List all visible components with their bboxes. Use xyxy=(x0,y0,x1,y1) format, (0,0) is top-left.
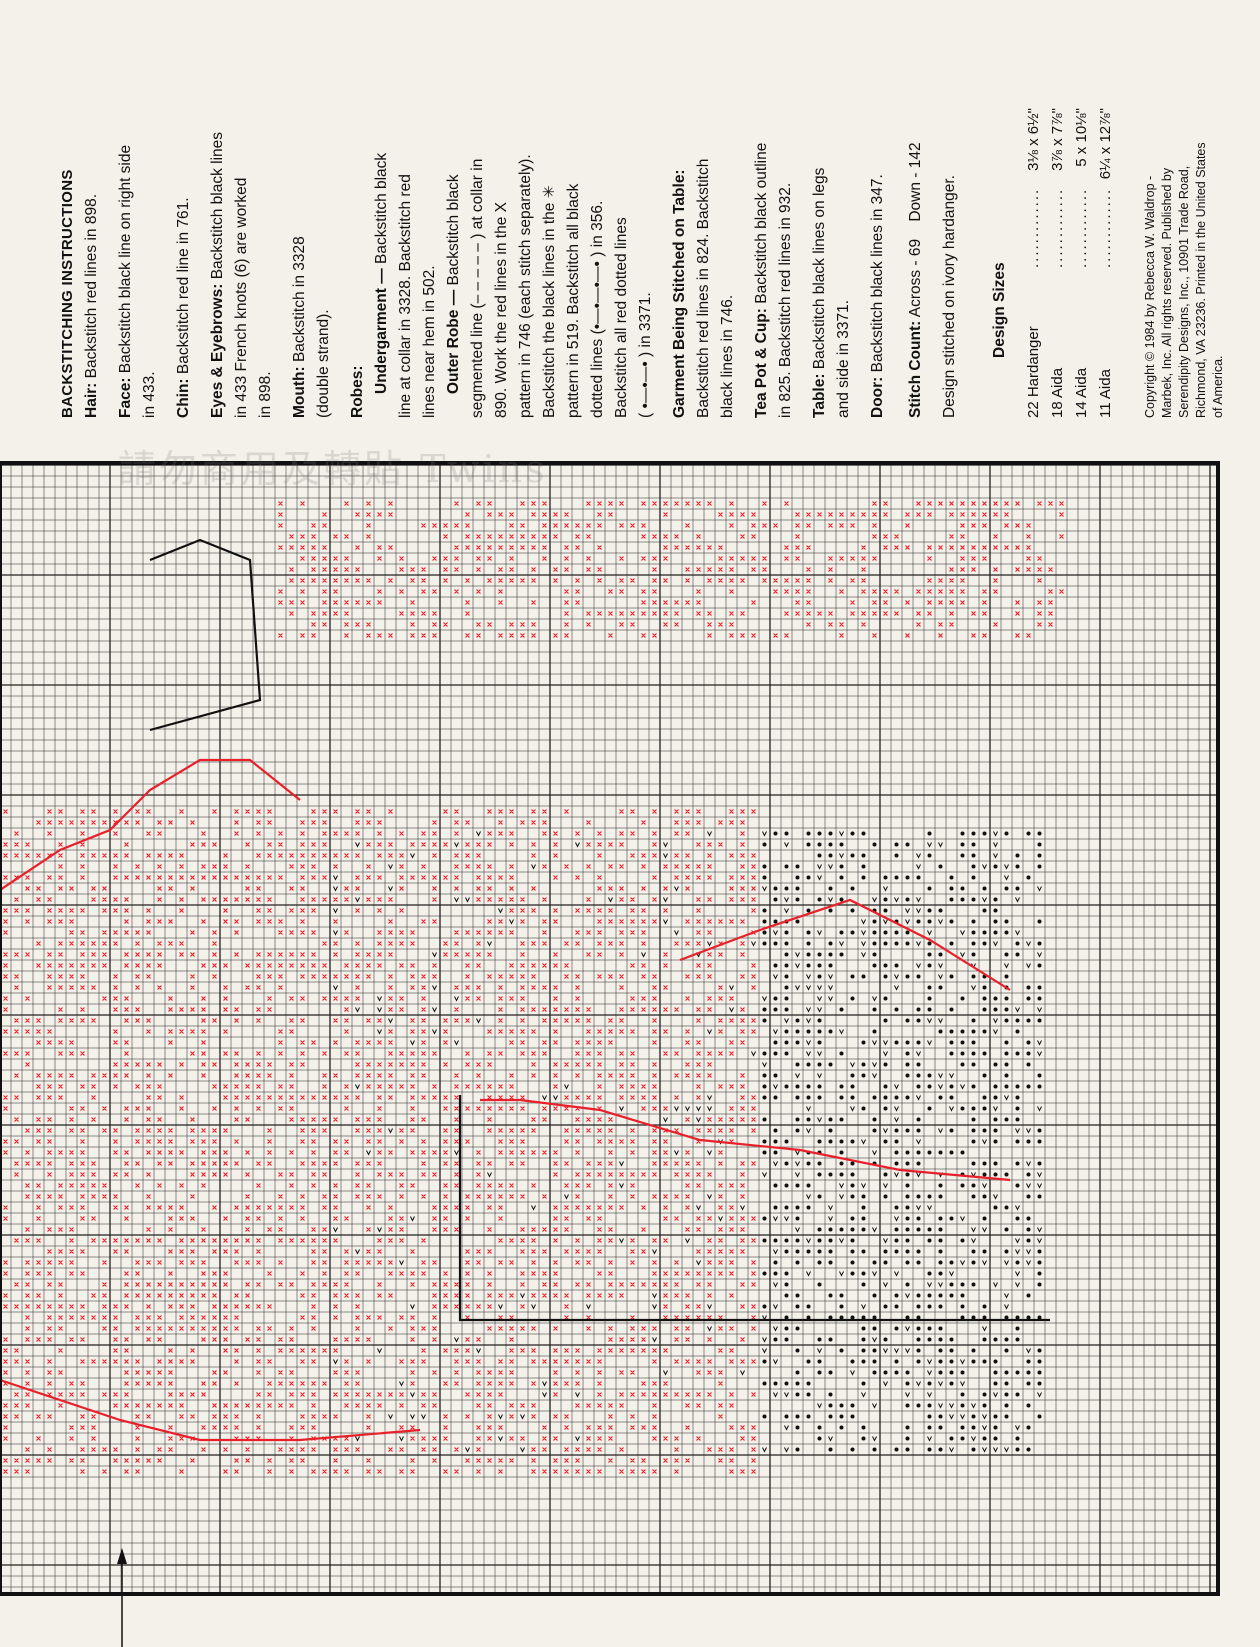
backstitch-line xyxy=(0,1378,421,1442)
table-line2: and side in 3371. xyxy=(835,299,852,418)
design-size-row: 14 Aida.................................… xyxy=(1073,108,1090,418)
grid-fine-lines xyxy=(0,465,1216,1592)
hair-instruction: Hair: Backstitch red lines in 898. xyxy=(83,193,100,418)
face-instruction: Face: Backstitch black line on right sid… xyxy=(117,144,134,418)
door-instruction: Door: Backstitch black lines in 347. xyxy=(869,174,886,418)
face-instruction-line2: in 433. xyxy=(141,371,158,418)
garment-table-heading: Garment Being Stitched on Table: xyxy=(671,169,688,418)
backstitch-line xyxy=(149,538,262,732)
design-size-row: 11 Aida.................................… xyxy=(1097,108,1114,418)
outer-robe-line7: dotted lines (•—•—•—• ) in 356. xyxy=(589,200,606,418)
mouth-instruction: Mouth: Backstitch in 3328 xyxy=(291,236,308,418)
outer-robe-line6: pattern in 519. Backstitch all black xyxy=(565,183,582,418)
teapot-instruction: Tea Pot & Cup: Backstitch black outline xyxy=(753,142,770,418)
chart-border xyxy=(0,461,1220,1596)
garment-table-line2: black lines in 746. xyxy=(719,294,736,418)
eyes-instruction-line2: in 433 French knots (6) are worked xyxy=(233,177,250,418)
black-v-symbols xyxy=(333,831,1042,1453)
backstitching-instructions: BACKSTITCHING INSTRUCTIONS Hair: Backsti… xyxy=(56,108,1227,418)
watermark-text: 請勿商用及轉貼 Twins xyxy=(118,447,548,491)
outer-robe-line3: 890. Work the red lines in the X xyxy=(493,202,510,418)
robes-heading: Robes: xyxy=(349,365,366,418)
center-arrow-icon xyxy=(117,1548,127,1647)
teapot-line2: in 825. Backstitch red lines in 932. xyxy=(777,182,794,418)
undergarment-line2: line at collar in 3328. Backstitch red xyxy=(397,174,414,418)
design-size-row: 18 Aida.................................… xyxy=(1049,108,1066,418)
design-sizes-title: Design Sizes xyxy=(991,262,1008,358)
chin-instruction: Chin: Backstitch red line in 761. xyxy=(175,197,192,418)
eyes-instruction: Eyes & Eyebrows: Backstitch black lines xyxy=(209,131,226,418)
eyes-instruction-line3: in 898. xyxy=(257,371,274,418)
instructions-title: BACKSTITCHING INSTRUCTIONS xyxy=(59,169,76,418)
chart-backstitch-lines xyxy=(0,538,1050,1442)
black-dot-symbols xyxy=(762,831,1042,1452)
stitch-count: Stitch Count: Across - 69 Down - 142 xyxy=(907,142,924,418)
red-cross-symbols xyxy=(3,501,1064,1474)
undergarment-instruction: Undergarment — Backstitch black xyxy=(373,152,390,394)
chart-grid xyxy=(0,464,1216,1592)
mouth-instruction-line2: (double strand). xyxy=(315,309,332,418)
outer-robe-line2: segmented line (– – – – – ) at collar in xyxy=(469,158,486,418)
design-size-row: 22 Hardanger............................… xyxy=(1025,108,1042,418)
fabric-note: Design stitched on ivory hardanger. xyxy=(941,175,958,418)
backstitch-line xyxy=(679,898,1011,991)
outer-robe-line9: ( •—•—• ) in 3371. xyxy=(637,292,654,418)
outer-robe-line4: pattern in 746 (each stitch separately). xyxy=(517,154,534,418)
table-instruction: Table: Backstitch black lines on legs xyxy=(811,167,828,418)
copyright-notice: Copyright © 1984 by Rebecca W. Waldrop -… xyxy=(1143,142,1225,418)
outer-robe-line5: Backstitch the black lines in the ✳ xyxy=(541,185,558,418)
outer-robe-instruction: Outer Robe — Backstitch black xyxy=(445,174,462,394)
backstitch-line xyxy=(480,1098,1011,1182)
design-sizes-table: 22 Hardanger............................… xyxy=(1022,108,1118,418)
outer-robe-line8: Backstitch all red dotted lines xyxy=(613,217,630,418)
garment-table-line1: Backstitch red lines in 824. Backstitch xyxy=(695,158,712,418)
backstitch-line xyxy=(0,758,301,891)
undergarment-line3: lines near hem in 502. xyxy=(421,265,438,418)
grid-bold-lines xyxy=(0,464,1216,1592)
chart-symbols xyxy=(3,501,1064,1474)
backstitch-line xyxy=(458,1095,1050,1322)
